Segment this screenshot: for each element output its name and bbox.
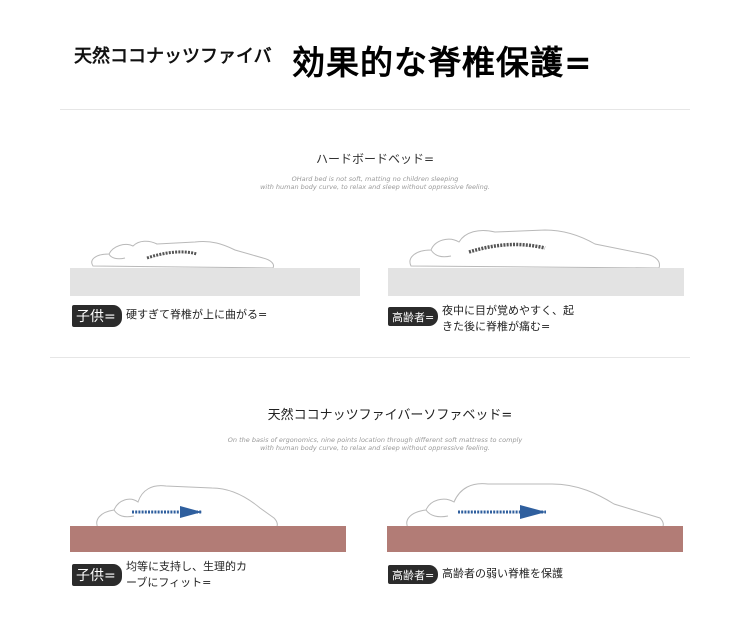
figure-lying-on-hard-bed — [91, 240, 274, 269]
caption-elder-coconut: 高齢者の弱い脊椎を保護 — [442, 566, 563, 582]
page-title: 効果的な脊椎保護= — [292, 43, 593, 82]
description-line: with human body curve, to relax and slee… — [260, 183, 490, 191]
section-heading-coconut-bed: 天然ココナッツファイバーソファベッド= — [267, 408, 513, 423]
figure-lying-on-hard-bed-elder — [409, 229, 660, 269]
pelvis-mark — [520, 505, 546, 519]
caption-line: 硬すぎて脊椎が上に曲がる= — [126, 308, 268, 321]
section-description-hard-bed: OHard bed is not soft, matting no childr… — [225, 175, 525, 191]
section-heading-hard-bed: ハードボードベッド= — [315, 152, 435, 166]
hard-mattress-left — [70, 268, 360, 296]
header-divider — [60, 109, 690, 110]
tag-child: 子供= — [72, 564, 122, 586]
tag-child: 子供= — [72, 305, 122, 327]
caption-line: 高齢者の弱い脊椎を保護 — [442, 567, 563, 580]
description-line: with human body curve, to relax and slee… — [260, 444, 490, 452]
description-line: OHard bed is not soft, matting no childr… — [291, 175, 459, 183]
section-divider — [50, 357, 690, 358]
spine-mark — [468, 242, 546, 254]
coconut-mattress-left — [70, 526, 346, 552]
coconut-mattress-right — [387, 526, 683, 552]
caption-line: 夜中に目が覚めやすく、起 — [442, 304, 574, 317]
section-description-coconut-bed: On the basis of ergonomics, nine points … — [205, 436, 545, 452]
caption-child-coconut: 均等に支持し、生理的カ ーブにフィット= — [126, 559, 247, 591]
figure-lying-on-coconut-bed-elder — [406, 483, 664, 529]
tag-elder: 高齢者= — [388, 307, 438, 326]
caption-line: きた後に脊椎が痛む= — [442, 320, 551, 333]
tag-elder: 高齢者= — [388, 565, 438, 584]
figure-lying-on-coconut-bed — [96, 485, 278, 529]
caption-line: ーブにフィット= — [126, 576, 212, 589]
title-prefix: 天然ココナッツファイバ — [74, 46, 272, 67]
spine-mark — [146, 250, 198, 260]
caption-elder-hard: 夜中に目が覚めやすく、起 きた後に脊椎が痛む= — [442, 303, 574, 335]
caption-child-hard: 硬すぎて脊椎が上に曲がる= — [126, 307, 267, 323]
hard-mattress-right — [388, 268, 684, 296]
caption-line: 均等に支持し、生理的カ — [126, 560, 247, 573]
description-line: On the basis of ergonomics, nine points … — [227, 436, 523, 444]
pelvis-mark — [180, 506, 202, 518]
